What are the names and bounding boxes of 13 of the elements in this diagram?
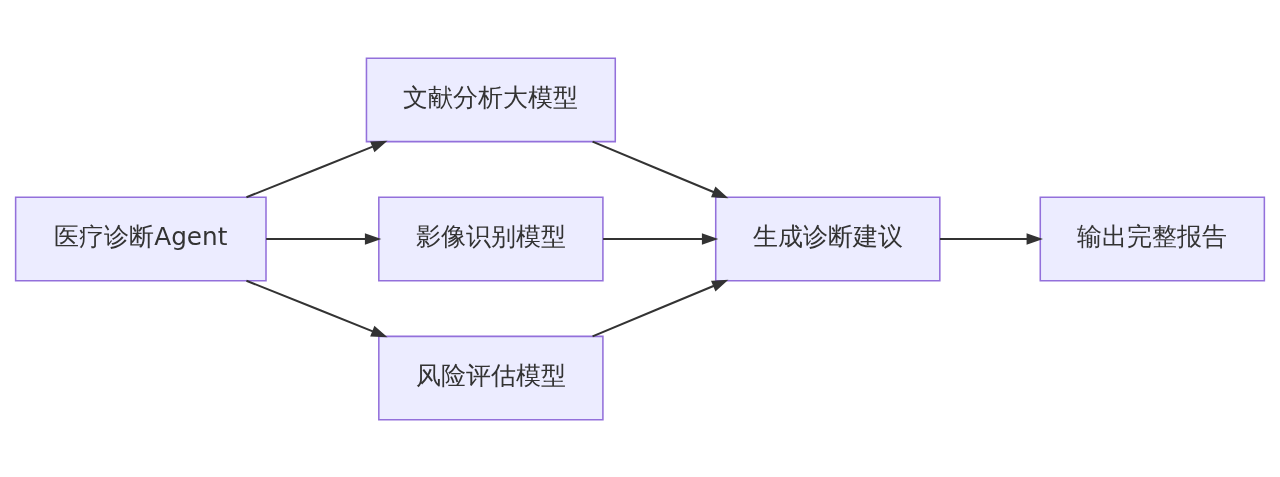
- node-box: 风险评估模型: [378, 335, 604, 421]
- arrow: [592, 279, 729, 337]
- arrow: [246, 140, 388, 198]
- node-box: 输出完整报告: [1039, 196, 1266, 281]
- node-box: 文献分析大模型: [365, 56, 617, 142]
- arrow: [939, 232, 1043, 245]
- arrow: [603, 232, 719, 245]
- node-box: 生成诊断建议: [714, 196, 941, 281]
- node-box: 影像识别模型: [378, 196, 604, 281]
- arrow: [246, 279, 388, 337]
- arrow: [266, 232, 382, 245]
- arrow: [592, 140, 729, 198]
- node-box: 医疗诊断Agent: [14, 196, 267, 281]
